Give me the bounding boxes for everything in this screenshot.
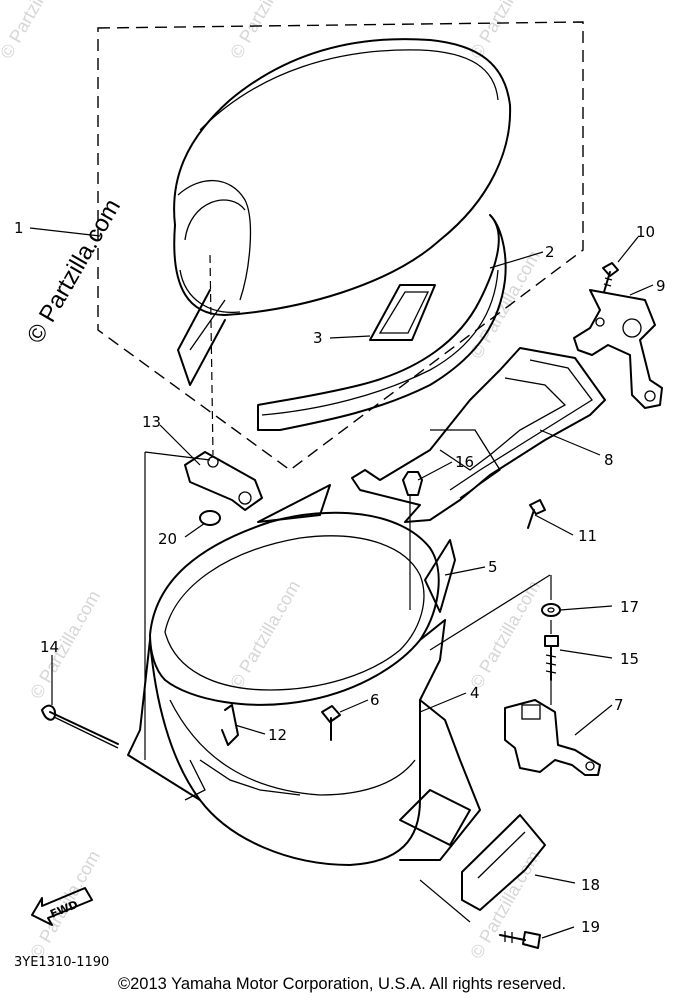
copyright-notice: ©2013 Yamaha Motor Corporation, U.S.A. A… [117, 975, 567, 993]
stud-bolt-15 [544, 635, 559, 681]
screw-19 [499, 931, 541, 949]
grommet-16 [402, 471, 423, 496]
bolt-11 [527, 499, 546, 529]
bolt-10 [602, 262, 619, 293]
watermark-text: © Partzilla.com [26, 587, 104, 702]
seat-assembly-boundary [97, 21, 584, 471]
callout-13: 13 [142, 413, 161, 431]
washer-17 [541, 603, 561, 617]
callout-19: 19 [581, 918, 600, 936]
damper-pad [369, 284, 436, 341]
callout-6: 6 [370, 691, 380, 709]
cover-18 [461, 814, 546, 911]
seat-trim [257, 214, 507, 431]
callout-12: 12 [268, 726, 287, 744]
seat-hinge [184, 451, 263, 511]
callout-2: 2 [545, 243, 555, 261]
callout-20: 20 [158, 530, 177, 548]
seat [173, 38, 512, 386]
callout-8: 8 [604, 451, 614, 469]
drawing-code: 3YE1310-1190 [14, 955, 109, 970]
watermark-text: © Partzilla.com [466, 577, 544, 692]
callout-11: 11 [578, 527, 597, 545]
watermark-text: © Partzilla.com [466, 847, 544, 962]
callout-18: 18 [581, 876, 600, 894]
long-bolt-14 [41, 704, 119, 749]
callout-9: 9 [656, 277, 666, 295]
callout-10: 10 [636, 223, 655, 241]
watermark-main: © Partzilla.com [22, 194, 126, 348]
watermark-text: © Partzilla.com [0, 0, 74, 62]
bolt-6 [321, 705, 341, 741]
leader-lines [29, 227, 654, 939]
callout-17: 17 [620, 598, 639, 616]
nut-20 [199, 510, 221, 526]
watermark-text: © Partzilla.com [226, 0, 304, 62]
callout-1: 1 [14, 219, 24, 237]
storage-box-inner [149, 484, 456, 706]
callout-15: 15 [620, 650, 639, 668]
storage-housing [127, 619, 481, 866]
callout-5: 5 [488, 558, 498, 576]
callout-16: 16 [455, 453, 474, 471]
callout-4: 4 [470, 684, 480, 702]
callout-labels: 1 2 3 4 5 6 7 8 9 10 11 12 13 14 15 16 1… [14, 219, 666, 936]
bracket [573, 289, 663, 409]
clip-12 [221, 704, 239, 746]
carrier-frame [351, 347, 606, 523]
callout-3: 3 [313, 329, 323, 347]
seat-lock [504, 699, 601, 776]
callout-14: 14 [40, 638, 59, 656]
watermark-text: © Partzilla.com [226, 577, 304, 692]
callout-7: 7 [614, 696, 624, 714]
